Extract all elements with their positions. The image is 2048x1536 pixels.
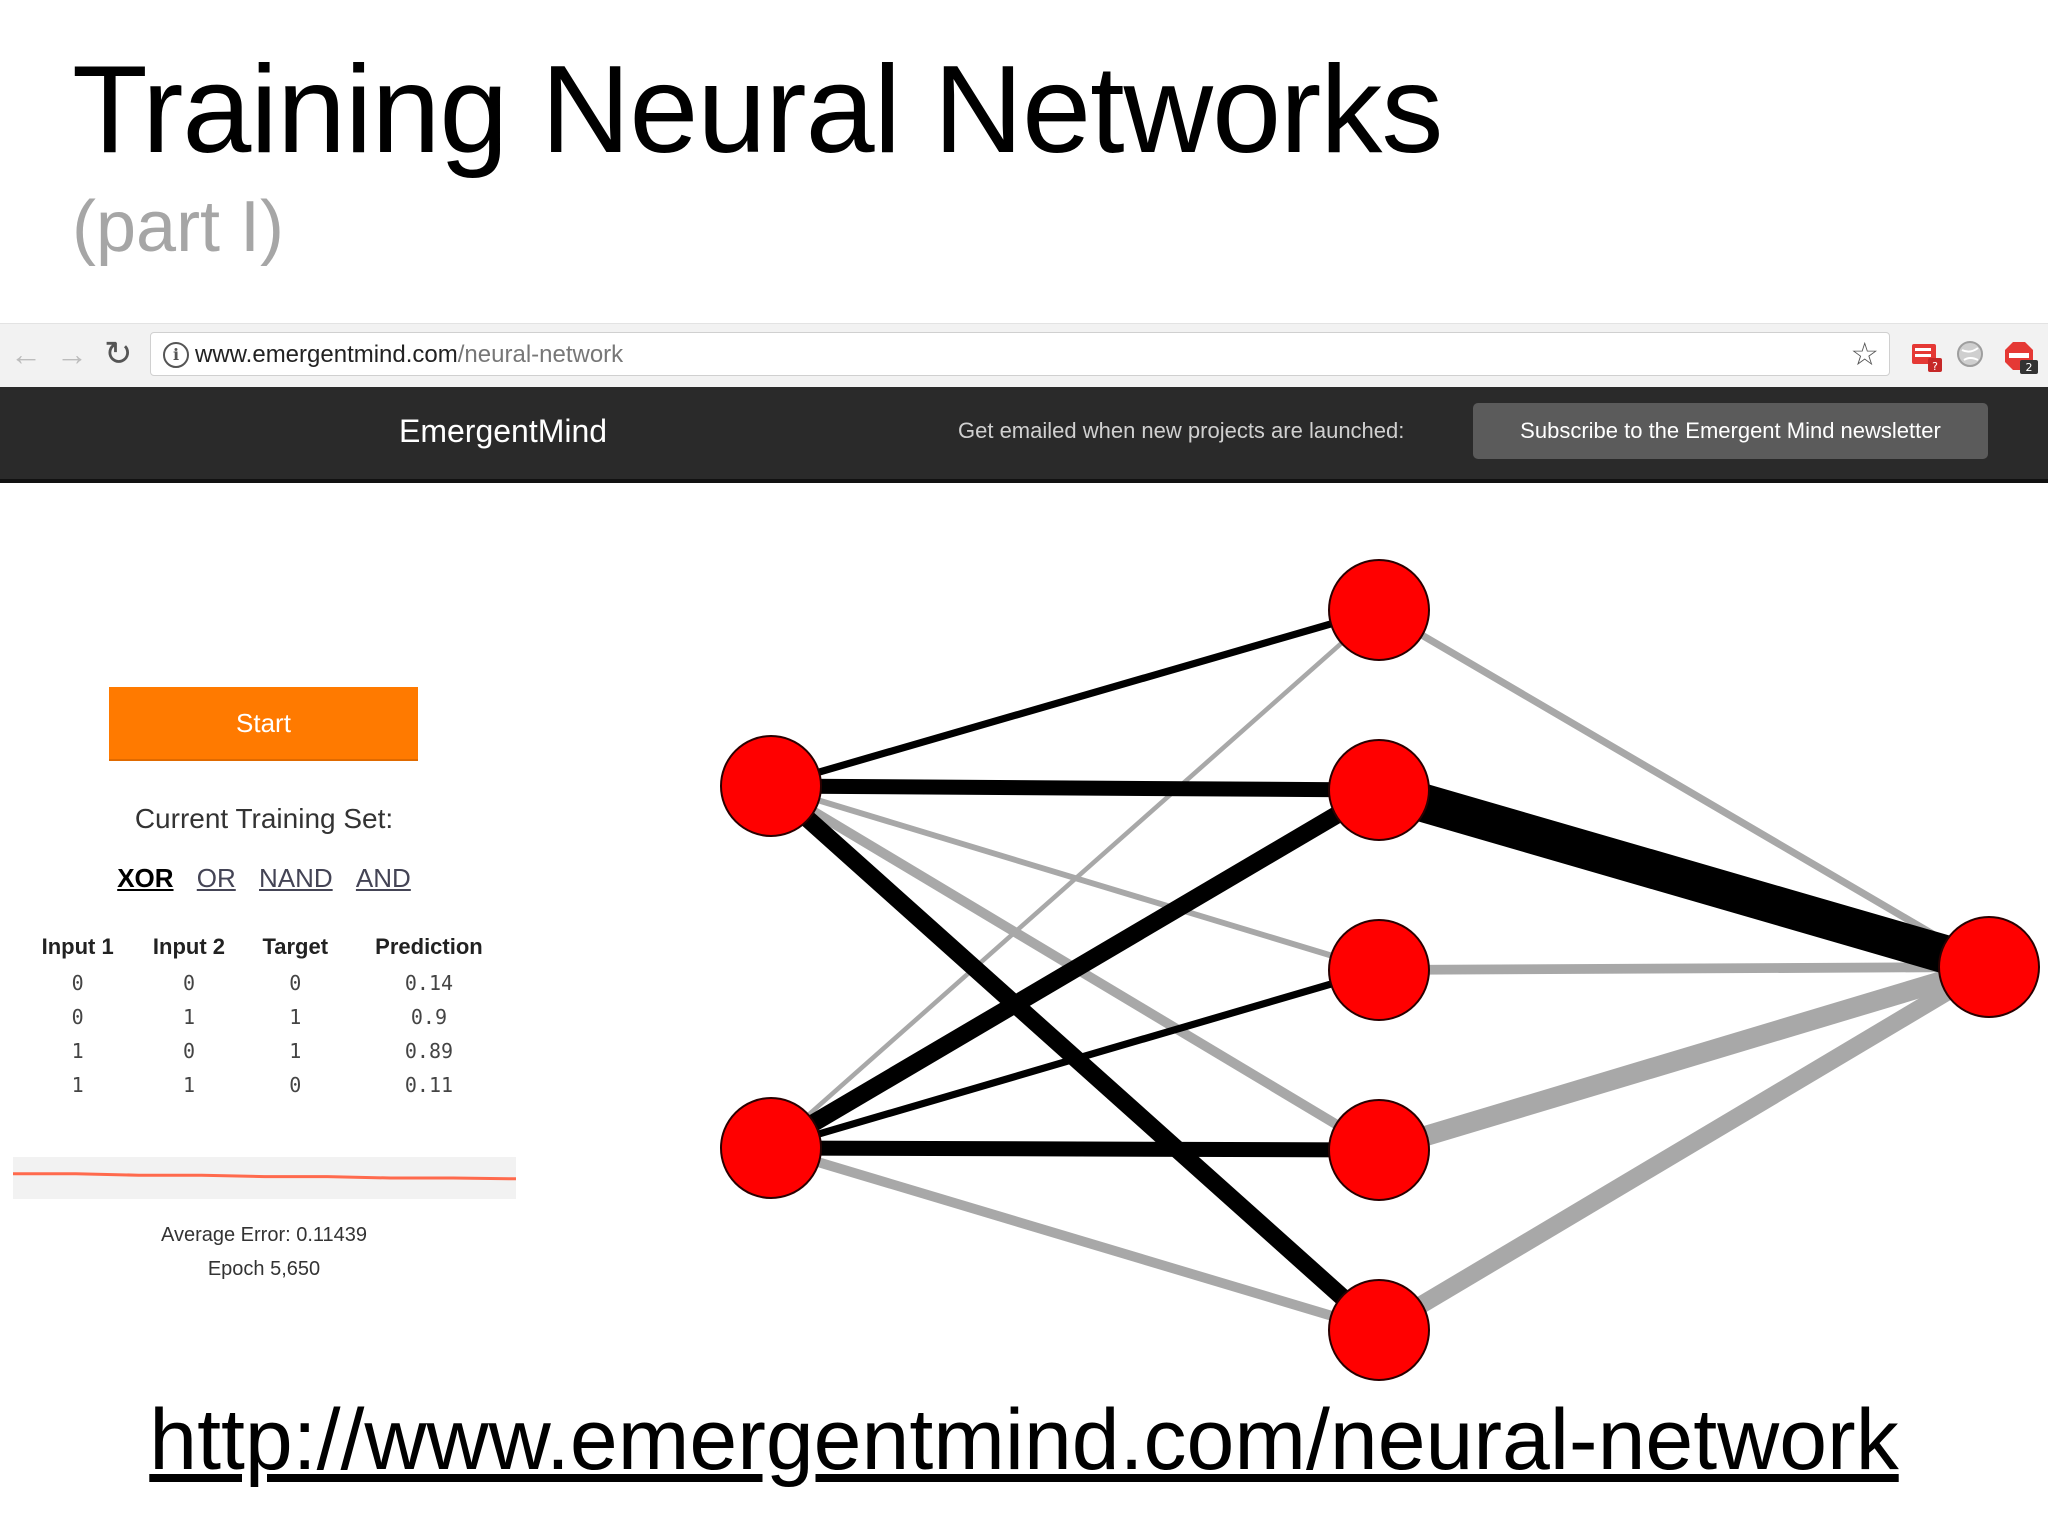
hidden-neuron: [1328, 919, 1430, 1021]
epoch-counter: Epoch 5,650: [207, 1258, 321, 1280]
address-bar[interactable]: i www.emergentmind.com/neural-network ☆: [150, 332, 1890, 376]
training-set-link-and[interactable]: AND: [355, 863, 411, 893]
url-host: www.emergentmind.com: [195, 341, 458, 368]
connection-hidden-output: [1374, 959, 1994, 1338]
adblock-extension-icon-graphic: 2: [2005, 342, 2038, 374]
average-error-text: Average Error: 0.11439: [160, 1224, 368, 1246]
browser-toolbar: ← → ↻ i www.emergentmind.com/neural-netw…: [0, 323, 2048, 387]
table-cell: 1: [71, 1039, 84, 1063]
svg-text:2: 2: [2026, 361, 2033, 374]
table-row: 0 1 1 0.9: [22, 1000, 512, 1034]
table-cell: 0.89: [404, 1039, 454, 1063]
slide-subtitle: (part I): [72, 187, 285, 267]
column-header: Target: [262, 934, 329, 959]
hidden-neuron: [1328, 559, 1430, 661]
back-arrow-icon[interactable]: ←: [10, 336, 42, 372]
table-cell: 1: [182, 1005, 195, 1029]
training-set-label: Current Training Set:: [134, 803, 394, 834]
table-cell: 1: [71, 1073, 84, 1097]
bookmark-star-icon[interactable]: ☆: [1850, 336, 1879, 372]
training-set-link-or[interactable]: OR: [196, 863, 236, 893]
connection-input-hidden: [770, 778, 1380, 798]
connection-input-hidden: [770, 1140, 1380, 1158]
table-cell: 0.11: [404, 1073, 454, 1097]
forward-arrow-icon[interactable]: →: [56, 336, 88, 372]
table-cell: 0.9: [410, 1005, 448, 1029]
globe-extension-icon-graphic: [1957, 341, 1983, 367]
connection-hidden-output: [1378, 962, 1990, 975]
error-line: [13, 1172, 517, 1181]
table-cell: 1: [289, 1005, 302, 1029]
connection-hidden-output: [1377, 606, 1991, 971]
table-cell: 0: [71, 1005, 84, 1029]
input-neuron: [720, 1097, 822, 1199]
table-cell: 0: [289, 1073, 302, 1097]
hidden-neuron: [1328, 1279, 1430, 1381]
connection-hidden-output: [1376, 957, 1992, 1160]
site-brand-logo[interactable]: EmergentMind: [399, 413, 608, 449]
subscribe-button[interactable]: Subscribe to the Emergent Mind newslette…: [1473, 403, 1988, 459]
table-cell: 1: [182, 1073, 195, 1097]
globe-extension-icon[interactable]: [1956, 340, 1986, 370]
todo-extension-icon-graphic: ?: [1912, 344, 1942, 373]
table-cell: 0: [182, 971, 195, 995]
error-history-chart: [13, 1157, 517, 1199]
svg-text:?: ?: [1932, 360, 1938, 373]
connection-hidden-output: [1373, 771, 1995, 986]
start-button[interactable]: Start: [109, 687, 418, 761]
column-header: Prediction: [375, 934, 483, 959]
table-row: 0 0 0 0.14: [22, 966, 512, 1000]
todo-extension-icon[interactable]: ?: [1910, 340, 1942, 373]
table-cell: 0: [289, 971, 302, 995]
table-row: 1 1 0 0.11: [22, 1068, 512, 1102]
connection-input-hidden: [769, 606, 1381, 790]
training-set-link-xor[interactable]: XOR: [117, 863, 174, 893]
hidden-neuron: [1328, 739, 1430, 841]
column-header: Input 1: [41, 934, 114, 959]
newsletter-prompt: Get emailed when new projects are launch…: [958, 418, 1405, 443]
training-set-link-nand[interactable]: NAND: [259, 863, 333, 893]
info-icon[interactable]: i: [163, 342, 189, 368]
table-row: 1 0 1 0.89: [22, 1034, 512, 1068]
connection-input-hidden: [769, 966, 1381, 1152]
reload-icon[interactable]: ↻: [104, 335, 133, 373]
slide-title: Training Neural Networks: [72, 41, 1443, 179]
table-cell: 1: [289, 1039, 302, 1063]
url-text[interactable]: www.emergentmind.com/neural-network: [195, 340, 623, 370]
connection-input-hidden: [769, 608, 1381, 1150]
table-cell: 0: [182, 1039, 195, 1063]
connection-input-hidden: [769, 1143, 1381, 1335]
table-cell: 0: [71, 971, 84, 995]
url-path: /neural-network: [457, 341, 624, 368]
output-neuron: [1938, 916, 2040, 1018]
table-header-row: Input 1 Input 2 Target Prediction: [22, 932, 512, 966]
table-cell: 0.14: [404, 971, 454, 995]
footer-url-link[interactable]: http://www.emergentmind.com/neural-netwo…: [149, 1392, 1899, 1488]
input-neuron: [720, 735, 822, 837]
connection-input-hidden: [766, 782, 1384, 1156]
hidden-neuron: [1328, 1099, 1430, 1201]
site-navbar: EmergentMind Get emailed when new projec…: [0, 387, 2048, 483]
adblock-extension-icon[interactable]: 2: [2004, 340, 2038, 374]
training-set-links: XOR OR NAND AND: [80, 863, 448, 894]
column-header: Input 2: [152, 934, 226, 959]
error-history-graphic: [13, 1172, 517, 1181]
training-data-table: Input 1 Input 2 Target Prediction 0 0 0 …: [22, 932, 512, 1102]
